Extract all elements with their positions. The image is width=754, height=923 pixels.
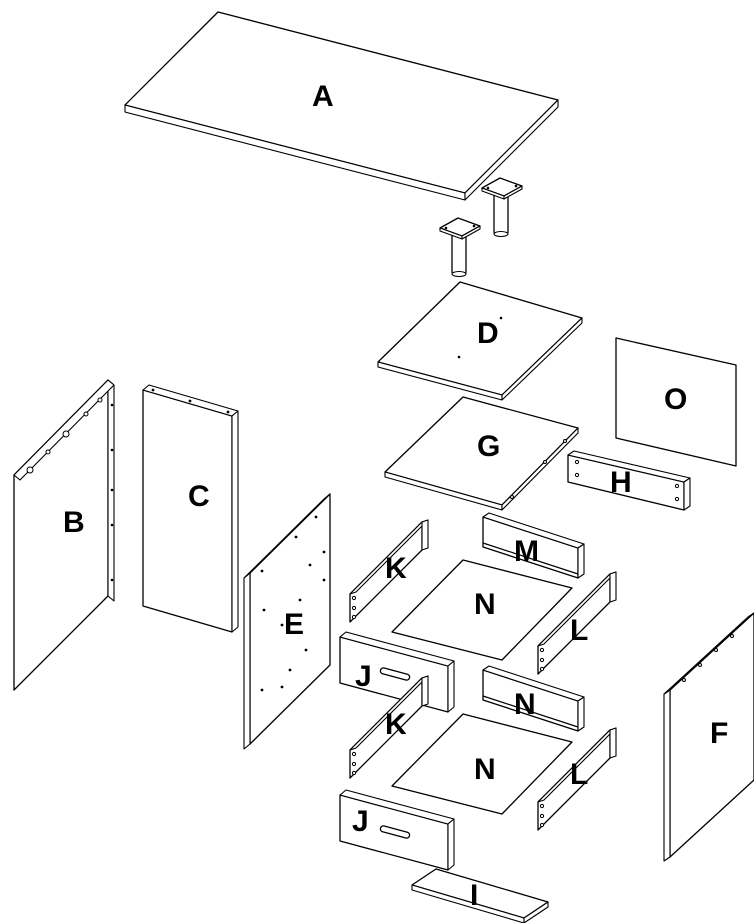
part-k-lower-side: K <box>349 675 429 779</box>
part-label-g: G <box>477 430 500 463</box>
part-m-lower-rail: N <box>482 665 585 732</box>
part-j-lower-drawer-front: J <box>339 789 455 871</box>
part-n-lower-bottom: N <box>391 713 573 815</box>
part-b-side-panel: B <box>13 379 115 691</box>
part-label-b: B <box>63 506 85 539</box>
part-h-back-rail: H <box>567 450 691 511</box>
part-label-i: I <box>470 879 478 912</box>
part-label-k-2: K <box>385 708 407 741</box>
part-a-tabletop: A <box>124 11 559 201</box>
part-label-f: F <box>710 717 728 750</box>
part-n-upper-bottom: N <box>391 559 573 661</box>
part-label-k-1: K <box>385 552 407 585</box>
part-o-back-panel: O <box>615 337 737 467</box>
part-k-upper-side: K <box>349 519 429 623</box>
part-label-a: A <box>312 80 334 113</box>
part-label-m-2: N <box>514 688 536 721</box>
part-f-side-panel: F <box>663 612 754 862</box>
leg-left <box>439 217 481 277</box>
part-d-top-plate: D <box>377 281 583 401</box>
part-label-l-1: L <box>570 614 588 647</box>
part-label-e: E <box>284 608 304 641</box>
part-label-n-1: N <box>474 588 496 621</box>
part-label-j-1: J <box>355 660 372 693</box>
part-label-d: D <box>477 317 499 350</box>
part-l-lower-side: L <box>537 727 617 831</box>
part-c-side-panel: C <box>142 384 239 633</box>
part-label-h: H <box>610 466 632 499</box>
part-label-o: O <box>664 383 687 416</box>
part-label-j-2: J <box>352 805 369 838</box>
part-e-divider-panel: E <box>243 493 331 750</box>
part-m-upper-rail: M <box>482 512 585 579</box>
part-label-m-1: M <box>514 535 539 568</box>
part-label-c: C <box>188 480 210 513</box>
part-label-l-2: L <box>570 758 588 791</box>
part-g-shelf: G <box>384 396 579 511</box>
part-label-n-2: N <box>474 753 496 786</box>
part-i-plinth: I <box>411 868 549 923</box>
leg-right <box>481 177 523 237</box>
part-l-upper-side: L <box>537 571 617 675</box>
